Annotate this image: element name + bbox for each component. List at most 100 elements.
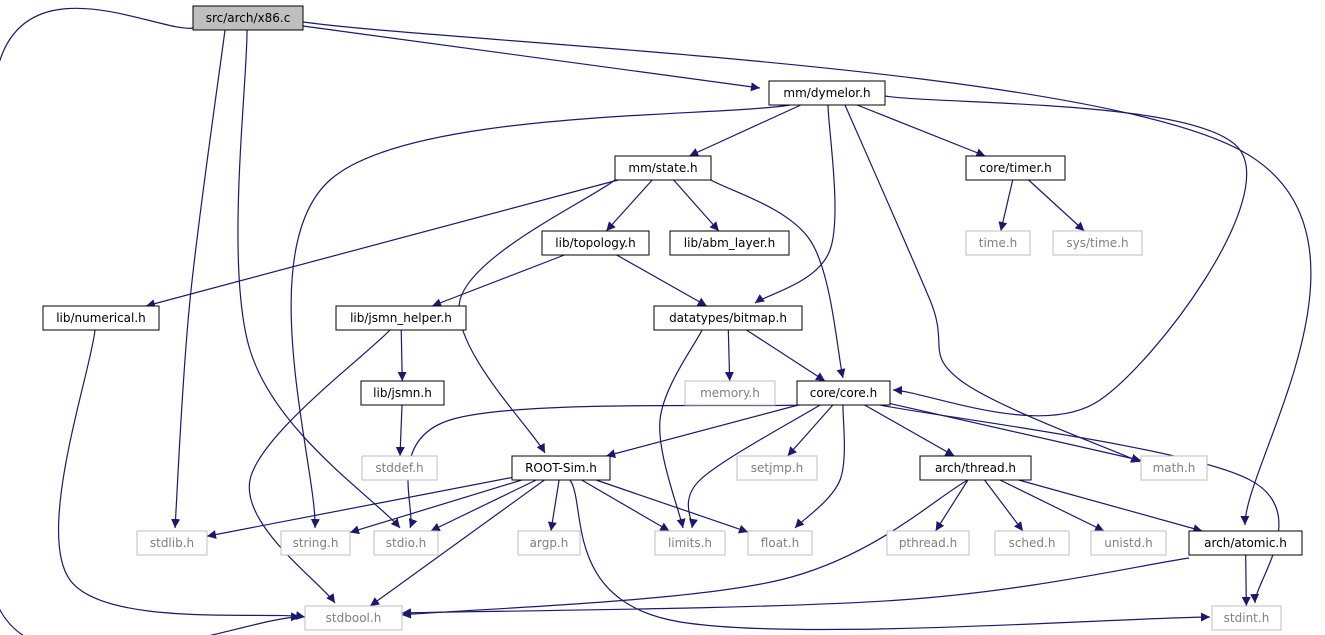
edge-rootsim-to-float [595, 479, 749, 534]
node-box-state [614, 155, 712, 181]
edge-core-to-limits [687, 404, 821, 529]
node-stddef: stddef.h [361, 455, 438, 481]
node-box-limits [654, 530, 726, 556]
edge-thread-to-pthread [935, 479, 969, 532]
node-box-setjmp [736, 455, 818, 481]
node-label-stdint: stdint.h [1224, 611, 1270, 625]
node-limits: limits.h [654, 530, 726, 556]
node-box-stdio [373, 530, 439, 556]
edge-state-to-rootsim [458, 179, 616, 454]
node-box-atomic [1188, 530, 1303, 556]
edge-bitmap-to-limits [659, 329, 703, 529]
node-label-memory: memory.h [700, 386, 760, 400]
node-abm[interactable]: lib/abm_layer.h [669, 230, 790, 256]
node-label-stdio: stdio.h [386, 536, 426, 550]
node-box-dymelor [768, 80, 886, 106]
node-topology[interactable]: lib/topology.h [541, 230, 650, 256]
edge-thread-to-unistd [999, 479, 1105, 532]
node-label-argp: argp.h [530, 536, 569, 550]
node-label-topology: lib/topology.h [555, 236, 635, 250]
node-label-numerical: lib/numerical.h [56, 311, 146, 325]
edge-core-to-math [889, 402, 1142, 463]
node-label-unistd: unistd.h [1104, 536, 1153, 550]
edge-rootsim-to-stdbool [369, 479, 545, 607]
node-rootsim[interactable]: ROOT-Sim.h [511, 455, 611, 481]
edge-numerical-to-stdbool [57, 329, 306, 621]
node-box-pthread [886, 530, 970, 556]
node-stdlib: stdlib.h [136, 530, 208, 556]
node-box-x86 [192, 5, 304, 31]
node-box-jsmn [360, 380, 445, 406]
node-label-limits: limits.h [668, 536, 712, 550]
node-box-bitmap [653, 305, 803, 331]
node-jsmnh[interactable]: lib/jsmn_helper.h [335, 305, 467, 331]
edge-core-to-stdint [879, 404, 1280, 604]
node-jsmn[interactable]: lib/jsmn.h [360, 380, 445, 406]
node-timer[interactable]: core/timer.h [965, 155, 1066, 181]
node-unistd: unistd.h [1090, 530, 1167, 556]
node-stdbool: stdbool.h [304, 605, 403, 631]
node-label-pthread: pthread.h [899, 536, 957, 550]
edge-atomic-to-stdbool [401, 557, 1190, 618]
node-box-stdlib [136, 530, 208, 556]
edge-rootsim-to-string [349, 479, 522, 535]
node-thread[interactable]: arch/thread.h [919, 455, 1032, 481]
edge-dymelor-to-bitmap [754, 104, 836, 304]
node-bitmap[interactable]: datatypes/bitmap.h [653, 305, 803, 331]
node-label-jsmnh: lib/jsmn_helper.h [350, 311, 452, 325]
edge-timer-to-time [998, 179, 1014, 232]
node-label-state: mm/state.h [628, 161, 697, 175]
node-atomic[interactable]: arch/atomic.h [1188, 530, 1303, 556]
node-dymelor[interactable]: mm/dymelor.h [768, 80, 886, 106]
node-box-stdint [1211, 605, 1282, 631]
node-time: time.h [965, 230, 1031, 256]
node-label-dymelor: mm/dymelor.h [783, 86, 870, 100]
node-box-topology [541, 230, 650, 256]
edge-topology-to-bitmap [616, 254, 708, 307]
node-state[interactable]: mm/state.h [614, 155, 712, 181]
node-memory: memory.h [684, 380, 776, 406]
edge-rootsim-to-limits [581, 479, 670, 532]
node-box-string [280, 530, 351, 556]
edge-rootsim-to-argp [547, 479, 560, 532]
edge-x86-to-dymelor [302, 25, 761, 92]
node-label-stdlib: stdlib.h [150, 536, 194, 550]
node-label-setjmp: setjmp.h [751, 461, 803, 475]
node-numerical[interactable]: lib/numerical.h [42, 305, 160, 331]
edges-layer [0, 7, 1312, 635]
edge-dymelor-to-timer [856, 104, 986, 157]
edge-rootsim-to-stdint [569, 479, 1211, 631]
edge-dymelor-to-string [290, 104, 791, 529]
edge-bitmap-to-memory [724, 329, 734, 382]
edge-bitmap-to-core [746, 329, 826, 382]
node-box-memory [684, 380, 776, 406]
node-core[interactable]: core/core.h [796, 380, 891, 406]
node-label-stddef: stddef.h [375, 461, 423, 475]
node-label-string: string.h [293, 536, 339, 550]
edge-x86-to-stdio [237, 29, 401, 529]
node-x86[interactable]: src/arch/x86.c [192, 5, 304, 31]
node-label-time: time.h [979, 236, 1018, 250]
node-box-systime [1052, 230, 1143, 256]
node-box-stddef [361, 455, 438, 481]
node-label-abm: lib/abm_layer.h [684, 236, 775, 250]
node-label-x86: src/arch/x86.c [206, 11, 291, 25]
edge-core-to-setjmp [787, 404, 834, 457]
node-box-timer [965, 155, 1066, 181]
node-stdint: stdint.h [1211, 605, 1282, 631]
edge-core-to-float [794, 404, 845, 529]
edge-rootsim-to-stdlib [206, 476, 513, 539]
edge-dymelor-to-core [884, 95, 1248, 417]
edge-jsmnh-to-stdbool [248, 329, 391, 604]
edge-state-to-numerical [145, 179, 619, 309]
node-box-float [747, 530, 813, 556]
node-label-rootsim: ROOT-Sim.h [525, 461, 597, 475]
edge-x86-to-stdbool [0, 7, 301, 635]
edge-state-to-topology [605, 179, 653, 232]
edge-state-to-core [710, 179, 846, 379]
edge-state-to-abm [673, 179, 720, 232]
node-label-math: math.h [1153, 461, 1196, 475]
node-label-thread: arch/thread.h [935, 461, 1016, 475]
nodes-layer: src/arch/x86.c mm/dymelor.h mm/state.h core… [42, 5, 1303, 631]
edge-topology-to-jsmnh [431, 254, 565, 307]
